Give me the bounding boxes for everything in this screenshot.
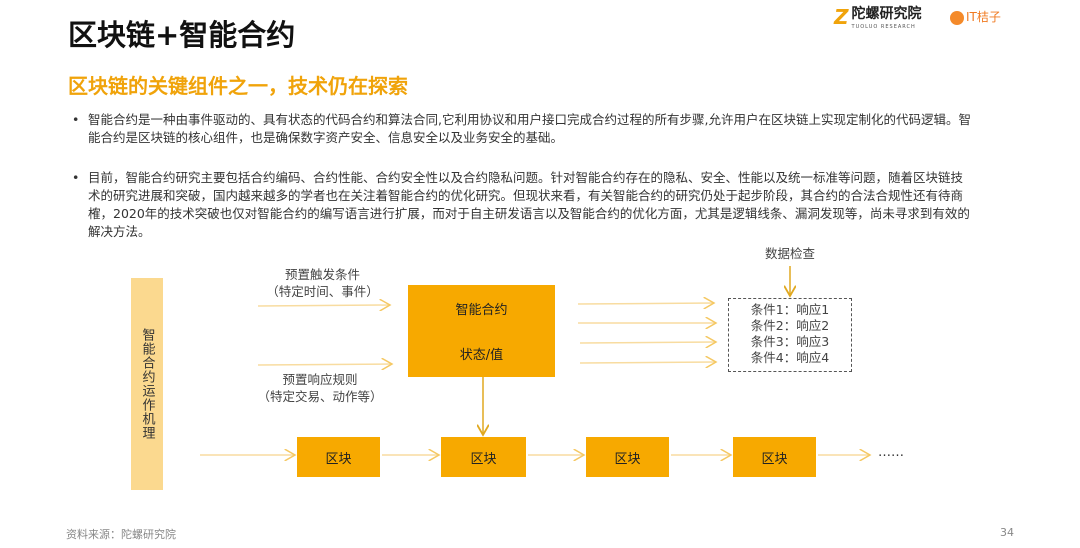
trigger-arrow [257, 305, 390, 306]
bullet-2-text: 目前，智能合约研究主要包括合约编码、合约性能、合约安全性以及合约隐私问题。针对智… [88, 170, 970, 239]
tuoluo-logo: Z 陀螺研究院 TUOLUO RESEARCH [834, 6, 922, 31]
page-title: 区块链+智能合约 [68, 18, 296, 52]
side-label-bar: 智能合约运作机理 [131, 278, 163, 490]
trigger-label: 预置触发条件 （特定时间、事件） [245, 266, 400, 300]
page-number: 34 [1000, 526, 1014, 539]
block-3: 区块 [586, 437, 669, 477]
output-arrow-1 [577, 303, 714, 304]
condition-1: 条件1：响应1 [750, 302, 830, 317]
bullet-2: • 目前，智能合约研究主要包括合约编码、合约性能、合约安全性以及合约隐私问题。针对… [72, 169, 972, 241]
tuoluo-logo-subtitle: TUOLUO RESEARCH [851, 24, 916, 30]
itjuzi-logo-name: IT桔子 [966, 10, 1001, 24]
condition-2: 条件2：响应2 [750, 318, 830, 333]
contract-title: 智能合约 [455, 303, 508, 318]
block-1: 区块 [297, 437, 380, 477]
contract-state: 状态/值 [459, 348, 504, 363]
ellipsis: …… [878, 445, 904, 460]
trigger-label-line-2: （特定时间、事件） [266, 284, 379, 299]
data-check-label: 数据检查 [764, 246, 815, 261]
side-label: 智能合约运作机理 [139, 328, 155, 440]
block-2: 区块 [441, 437, 526, 477]
output-arrow-4 [579, 362, 716, 363]
section-subtitle: 区块链的关键组件之一，技术仍在探索 [68, 74, 408, 98]
condition-4: 条件4：响应4 [750, 350, 830, 365]
itjuzi-logo: IT桔子 [950, 9, 1001, 25]
tuoluo-z-icon: Z [834, 5, 849, 29]
response-label: 预置响应规则 （特定交易、动作等） [235, 371, 405, 405]
block-4: 区块 [733, 437, 816, 477]
output-arrow-3 [579, 342, 716, 343]
response-label-line-2: （特定交易、动作等） [257, 389, 383, 404]
trigger-label-line-1: 预置触发条件 [284, 267, 360, 282]
source-note: 资料来源：陀螺研究院 [66, 528, 176, 541]
bullet-dot: • [72, 112, 80, 127]
condition-3: 条件3：响应3 [750, 334, 830, 349]
response-arrow [257, 364, 392, 365]
bullet-dot: • [72, 170, 80, 185]
bullet-1-text: 智能合约是一种由事件驱动的、具有状态的代码合约和算法合同,它利用协议和用户接口完… [88, 112, 971, 145]
bullet-1: • 智能合约是一种由事件驱动的、具有状态的代码合约和算法合同,它利用协议和用户接口… [72, 111, 972, 147]
tuoluo-logo-name: 陀螺研究院 [851, 6, 922, 22]
response-label-line-1: 预置响应规则 [282, 372, 358, 387]
smart-contract-box: 智能合约状态/值 [408, 285, 555, 377]
orange-icon [950, 10, 964, 25]
